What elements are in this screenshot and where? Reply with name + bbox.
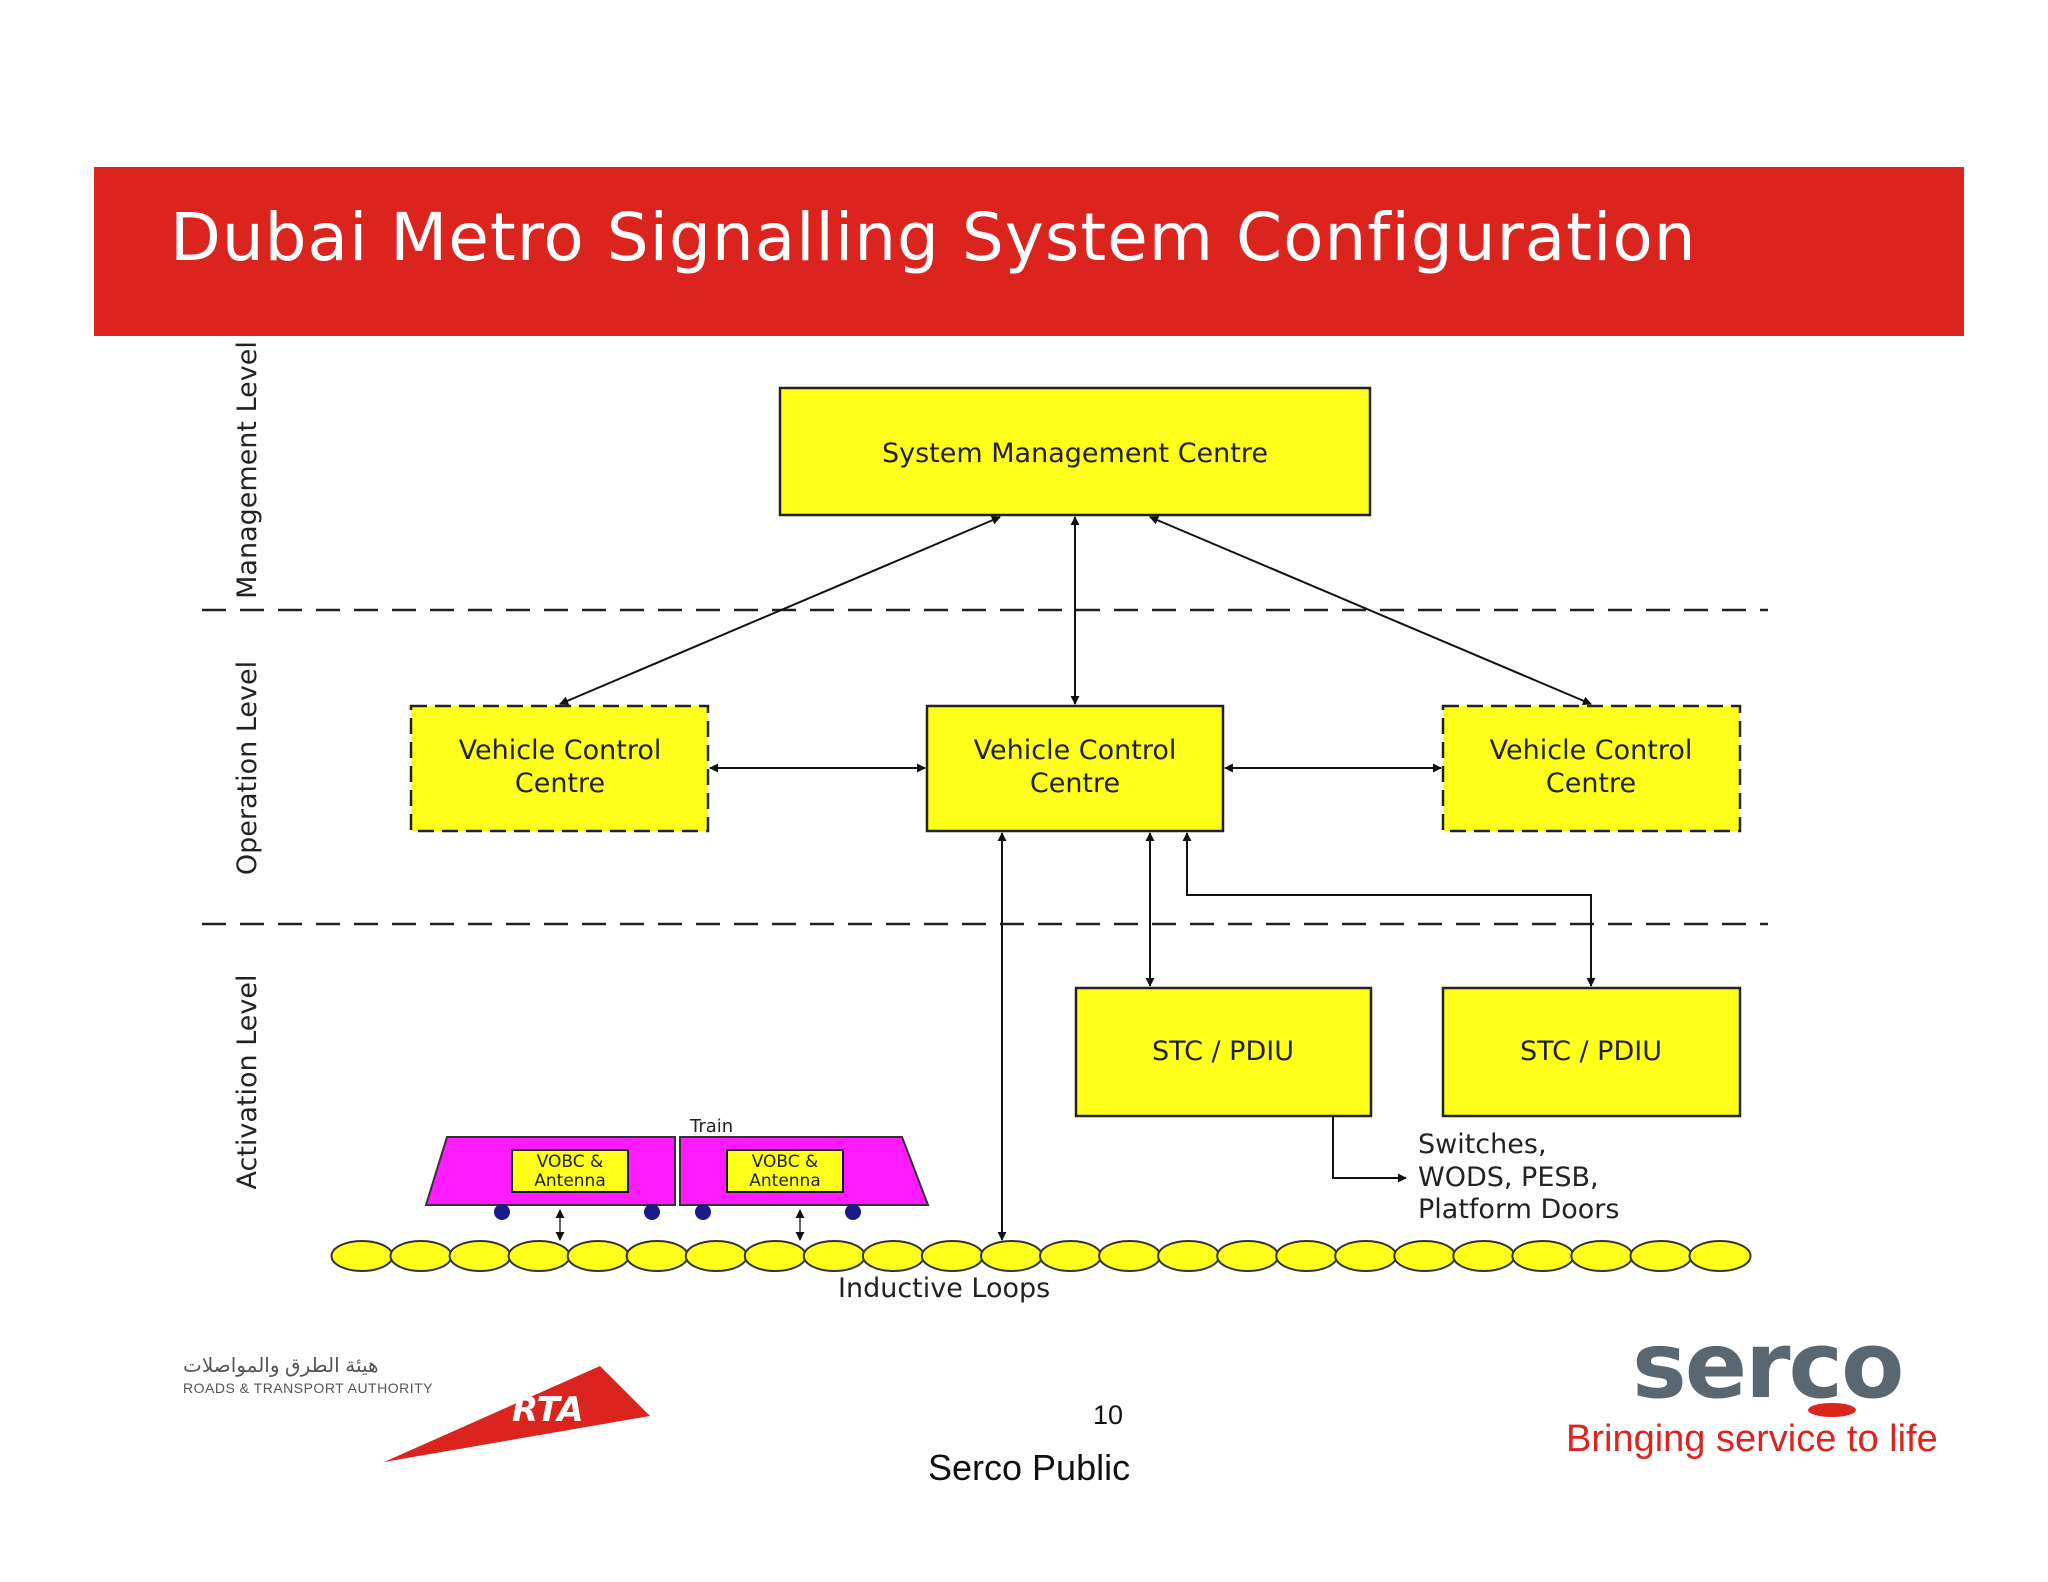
inductive-loop bbox=[1688, 1240, 1752, 1272]
inductive-loop bbox=[1393, 1240, 1457, 1272]
slide-title: Dubai Metro Signalling System Configurat… bbox=[170, 199, 1697, 276]
vobc-antenna-right-box bbox=[726, 1149, 844, 1193]
train-wheel bbox=[695, 1204, 711, 1220]
inductive-loop bbox=[1570, 1240, 1634, 1272]
field-devices-line1: Switches, bbox=[1418, 1129, 1547, 1160]
inductive-loops-label: Inductive Loops bbox=[838, 1273, 1050, 1304]
inductive-loop bbox=[1452, 1240, 1516, 1272]
vobc-antenna-left-box bbox=[511, 1149, 629, 1193]
inductive-loop bbox=[1039, 1240, 1102, 1272]
activation-level-label: Activation Level bbox=[232, 974, 263, 1189]
field-devices-line3: Platform Doors bbox=[1418, 1194, 1619, 1225]
inductive-loop bbox=[861, 1240, 925, 1272]
inductive-loop bbox=[980, 1240, 1043, 1272]
inductive-loop bbox=[625, 1240, 689, 1272]
serco-logo-dot bbox=[1808, 1403, 1856, 1417]
link-smc-vcc-right bbox=[1149, 516, 1592, 705]
inductive-loop bbox=[330, 1240, 394, 1272]
link-vcc-main-stc-right bbox=[1182, 832, 1596, 987]
page-number: 10 bbox=[1093, 1400, 1124, 1430]
vehicle-control-centre-right-box bbox=[1441, 704, 1742, 833]
vehicle-control-centre-left-label-line2: Centre bbox=[515, 768, 605, 799]
inductive-loop bbox=[389, 1240, 453, 1272]
stc-pdiu-right-label: STC / PDIU bbox=[1520, 1036, 1662, 1067]
inductive-loop bbox=[802, 1240, 866, 1272]
vehicle-control-centre-main-box bbox=[925, 704, 1225, 833]
inductive-loop bbox=[1157, 1240, 1221, 1272]
serco-tagline: Bringing service to life bbox=[1566, 1418, 1938, 1460]
link-stc-left-field-devices bbox=[1332, 1116, 1407, 1183]
vobc-antenna-left-line2: Antenna bbox=[534, 1171, 606, 1191]
train-label: Train bbox=[689, 1116, 733, 1137]
inductive-loop bbox=[684, 1240, 748, 1272]
inductive-loop bbox=[1334, 1240, 1398, 1272]
inductive-loop bbox=[1511, 1240, 1575, 1272]
system-management-centre-box bbox=[778, 386, 1372, 517]
operation-level-label: Operation Level bbox=[232, 661, 263, 875]
vobc-antenna-left-line1: VOBC & bbox=[537, 1152, 604, 1172]
stc-pdiu-left-label: STC / PDIU bbox=[1152, 1036, 1294, 1067]
vehicle-control-centre-main-label-line2: Centre bbox=[1030, 768, 1120, 799]
serco-logo-word: serco bbox=[1632, 1312, 1904, 1419]
rta-logo-text: RTA bbox=[512, 1390, 584, 1430]
vehicle-control-centre-right-label-line2: Centre bbox=[1546, 768, 1636, 799]
rta-english-name: ROADS & TRANSPORT AUTHORITY bbox=[183, 1380, 433, 1396]
inductive-loops bbox=[330, 1240, 1752, 1272]
management-level-label: Management Level bbox=[232, 341, 263, 599]
rta-arabic-name: هيئة الطرق والمواصلات bbox=[183, 1355, 379, 1377]
rta-logo-shape bbox=[384, 1366, 650, 1462]
inductive-loop bbox=[1275, 1240, 1339, 1272]
vehicle-control-centre-main-label-line1: Vehicle Control bbox=[974, 735, 1177, 766]
stc-pdiu-left-box bbox=[1074, 986, 1373, 1118]
vobc-antenna-right-line1: VOBC & bbox=[752, 1152, 819, 1172]
inductive-loop bbox=[743, 1240, 807, 1272]
link-smc-vcc-left bbox=[559, 516, 1001, 705]
train-wheel bbox=[494, 1204, 510, 1220]
inductive-loop bbox=[566, 1240, 630, 1272]
vehicle-control-centre-left-label-line1: Vehicle Control bbox=[459, 735, 662, 766]
title-bar: Dubai Metro Signalling System Configurat… bbox=[94, 167, 1964, 336]
inductive-loop bbox=[1629, 1240, 1693, 1272]
inductive-loop bbox=[1098, 1240, 1162, 1272]
vehicle-control-centre-right-label-line1: Vehicle Control bbox=[1490, 735, 1693, 766]
stc-pdiu-right-box bbox=[1441, 986, 1742, 1118]
field-devices-line2: WODS, PESB, bbox=[1418, 1162, 1599, 1193]
inductive-loop bbox=[507, 1240, 571, 1272]
inductive-loop bbox=[920, 1240, 984, 1272]
inductive-loop bbox=[1216, 1240, 1280, 1272]
inductive-loop bbox=[448, 1240, 512, 1272]
train-wheel bbox=[845, 1204, 861, 1220]
vobc-antenna-right-line2: Antenna bbox=[749, 1171, 821, 1191]
train-wheel bbox=[644, 1204, 660, 1220]
vehicle-control-centre-left-box bbox=[409, 704, 710, 833]
system-management-centre-label: System Management Centre bbox=[882, 438, 1268, 469]
classification-label: Serco Public bbox=[928, 1447, 1131, 1488]
